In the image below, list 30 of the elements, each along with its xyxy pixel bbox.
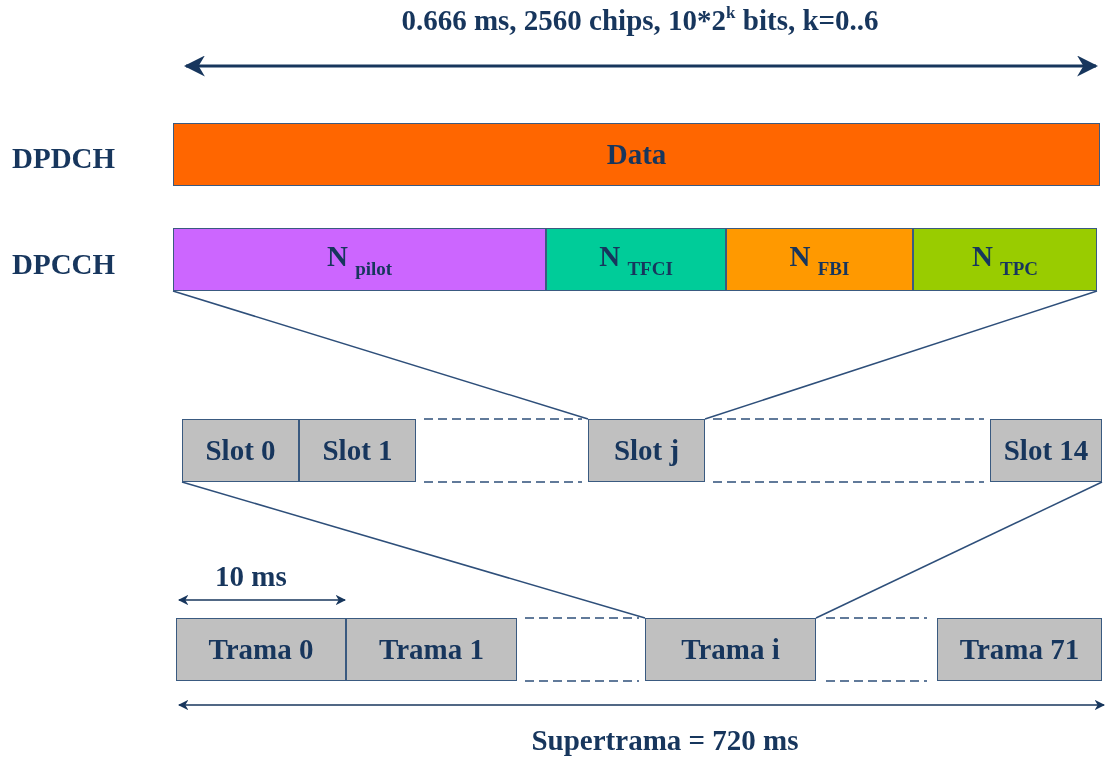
dashed-line bbox=[524, 617, 640, 619]
pilot-field: N $_{pilot}$ bbox=[173, 228, 546, 291]
data-field: Data bbox=[173, 123, 1100, 186]
dashed-line bbox=[712, 481, 985, 483]
expansion-line bbox=[172, 290, 589, 420]
slot-box: Slot 0 bbox=[182, 419, 299, 482]
tfci-field: N $_{TFCI}$ bbox=[546, 228, 726, 291]
expansion-line bbox=[181, 481, 646, 619]
expansion-line bbox=[815, 481, 1103, 619]
channel-label: DPDCH bbox=[12, 142, 116, 175]
frame-box: Trama 71 bbox=[937, 618, 1102, 681]
dashed-line bbox=[712, 418, 985, 420]
dimension-label: 10 ms bbox=[215, 560, 287, 593]
channel-label: DPCCH bbox=[12, 248, 116, 281]
dashed-line bbox=[825, 617, 928, 619]
expansion-line bbox=[704, 290, 1098, 420]
dashed-line bbox=[524, 680, 640, 682]
frame-box: Trama 0 bbox=[176, 618, 346, 681]
dimension-label: Supertrama = 720 ms bbox=[531, 724, 799, 757]
frame-box: Trama 1 bbox=[346, 618, 517, 681]
dashed-line bbox=[423, 481, 583, 483]
tpc-field: N $_{TPC}$ bbox=[913, 228, 1097, 291]
dashed-line bbox=[423, 418, 583, 420]
frame-box: Trama i bbox=[645, 618, 816, 681]
fbi-field: N $_{FBI}$ bbox=[726, 228, 913, 291]
slot-box: Slot 14 bbox=[990, 419, 1102, 482]
slot-box: Slot 1 bbox=[299, 419, 416, 482]
dashed-line bbox=[825, 680, 928, 682]
dimension-label: 0.666 ms, 2560 chips, 10*2$^{k}$ bits, k=0..6 bbox=[401, 4, 879, 37]
slot-box: Slot j bbox=[588, 419, 705, 482]
